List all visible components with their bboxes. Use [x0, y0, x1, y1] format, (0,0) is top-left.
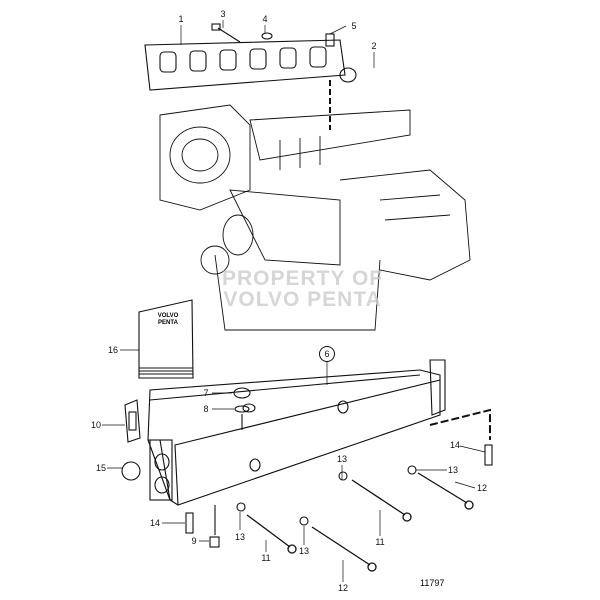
- washers-13: [236, 465, 417, 526]
- gasket-10: [124, 399, 141, 443]
- bolts-and-washers-top: [211, 23, 357, 130]
- callout-6: 6: [319, 346, 335, 362]
- callout-14-right: 14: [449, 440, 461, 450]
- callout-11a: 11: [261, 553, 271, 563]
- callout-12a: 12: [337, 583, 349, 593]
- callout-13d: 13: [447, 465, 459, 475]
- callout-13b: 13: [298, 546, 310, 556]
- callout-16: 16: [107, 345, 119, 355]
- bolts-11-12: [246, 472, 474, 572]
- plug-7-washer-8: [233, 387, 251, 430]
- callout-1: 1: [178, 14, 184, 24]
- callout-10: 10: [90, 420, 102, 430]
- booklet-line2: PENTA: [158, 320, 178, 326]
- callout-3: 3: [220, 9, 226, 19]
- manifold-gasket: [144, 39, 346, 91]
- callout-12b: 12: [476, 483, 488, 493]
- watermark-line2: VOLVO PENTA: [223, 288, 382, 311]
- callout-13a: 13: [234, 532, 246, 542]
- watermark-line1: PROPERTY OF: [222, 267, 384, 290]
- callout-9: 9: [191, 536, 197, 546]
- callout-11b: 11: [375, 537, 385, 547]
- callout-13c: 13: [336, 454, 348, 464]
- callout-2: 2: [371, 41, 377, 51]
- callout-15: 15: [95, 463, 107, 473]
- exhaust-manifold: [147, 359, 446, 506]
- callout-7: 7: [203, 388, 209, 398]
- sensors-14: [185, 408, 493, 534]
- booklet-line1: VOLVO: [157, 313, 179, 319]
- plug-15: [121, 461, 141, 481]
- engine-block: [159, 104, 471, 331]
- callout-14-left: 14: [149, 518, 161, 528]
- callout-5: 5: [351, 21, 357, 31]
- leader-lines: [102, 20, 486, 582]
- instruction-booklet: [138, 299, 194, 379]
- callout-8: 8: [203, 404, 209, 414]
- callout-4: 4: [262, 14, 268, 24]
- plug-9: [209, 505, 220, 548]
- figure-number: 11797: [420, 578, 445, 588]
